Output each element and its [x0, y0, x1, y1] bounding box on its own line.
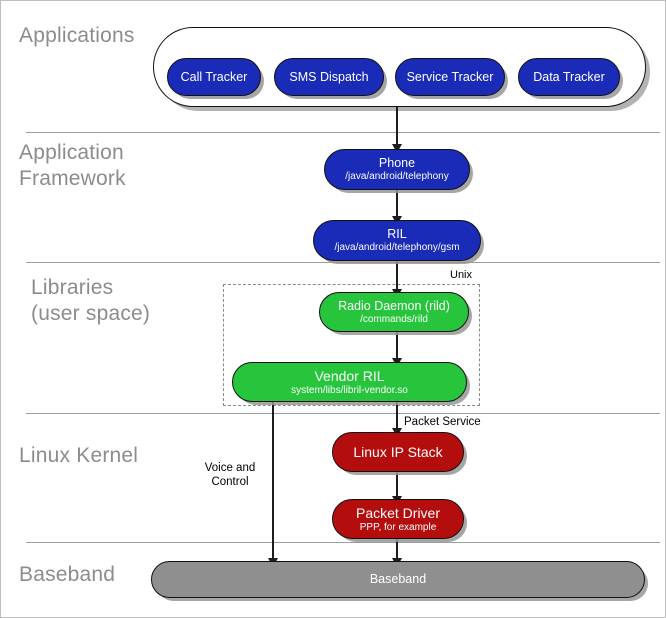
edge-label-packet-service: Packet Service [404, 416, 481, 428]
app-node-call-tracker-label: Call Tracker [180, 69, 248, 84]
library-node-radio-daemon-path: /commands/rild [360, 313, 428, 325]
edge-label-voice-and-control: Voice and Control [204, 462, 256, 488]
library-node-vendor-ril-title: Vendor RIL [314, 367, 385, 384]
framework-node-phone-path: /java/android/telephony [345, 171, 449, 182]
framework-node-ril-title: RIL [387, 227, 407, 241]
connector-rild-to-vendor-ril [396, 331, 398, 363]
layer-label-applications: Applications [19, 24, 135, 47]
layer-label-libraries: Libraries (user space) [31, 276, 151, 325]
connector-ril-to-rild [396, 259, 398, 293]
framework-node-ril-path: /java/android/telephony/gsm [334, 242, 460, 253]
connector-ip-stack-to-packet-driver [396, 471, 398, 501]
divider-libraries-kernel [26, 413, 660, 414]
app-node-data-tracker-label: Data Tracker [533, 69, 605, 84]
layer-label-baseband: Baseband [19, 563, 116, 586]
app-node-service-tracker-label: Service Tracker [406, 69, 494, 84]
framework-node-ril[interactable]: RIL /java/android/telephony/gsm [313, 220, 481, 261]
kernel-node-packet-driver-title: Packet Driver [355, 504, 441, 521]
unix-region-boundary [223, 284, 480, 406]
library-node-vendor-ril-path: system/libs/libril-vendor.so [291, 384, 408, 396]
app-node-call-tracker[interactable]: Call Tracker [167, 58, 261, 96]
unix-region-label: Unix [450, 269, 473, 281]
connector-voice-and-control [272, 399, 274, 564]
framework-node-phone[interactable]: Phone /java/android/telephony [324, 149, 470, 190]
app-node-sms-dispatch-label: SMS Dispatch [289, 69, 369, 84]
connector-packet-driver-to-baseband [396, 538, 398, 564]
library-node-vendor-ril[interactable]: Vendor RIL system/libs/libril-vendor.so [232, 362, 467, 402]
divider-applications-framework [26, 132, 660, 133]
app-node-sms-dispatch[interactable]: SMS Dispatch [274, 58, 384, 96]
divider-kernel-baseband [26, 542, 660, 543]
divider-framework-libraries [26, 262, 660, 263]
library-node-radio-daemon[interactable]: Radio Daemon (rild) /commands/rild [319, 292, 469, 332]
layer-label-linux-kernel: Linux Kernel [19, 444, 139, 467]
connector-phone-to-ril [396, 189, 398, 221]
kernel-node-packet-driver[interactable]: Packet Driver PPP, for example [332, 499, 464, 539]
kernel-node-linux-ip-stack-title: Linux IP Stack [353, 443, 443, 460]
layer-label-application-framework: Application Framework [19, 141, 126, 190]
connector-app-to-phone [396, 107, 398, 147]
app-node-service-tracker[interactable]: Service Tracker [395, 58, 505, 96]
kernel-node-linux-ip-stack[interactable]: Linux IP Stack [332, 432, 464, 472]
library-node-radio-daemon-title: Radio Daemon (rild) [338, 298, 450, 313]
framework-node-phone-title: Phone [378, 156, 416, 170]
baseband-node-label: Baseband [369, 572, 427, 586]
kernel-node-packet-driver-sub: PPP, for example [359, 521, 437, 533]
connector-vendor-ril-to-ip-stack [396, 399, 398, 433]
baseband-node[interactable]: Baseband [151, 561, 645, 598]
app-node-data-tracker[interactable]: Data Tracker [518, 58, 620, 96]
